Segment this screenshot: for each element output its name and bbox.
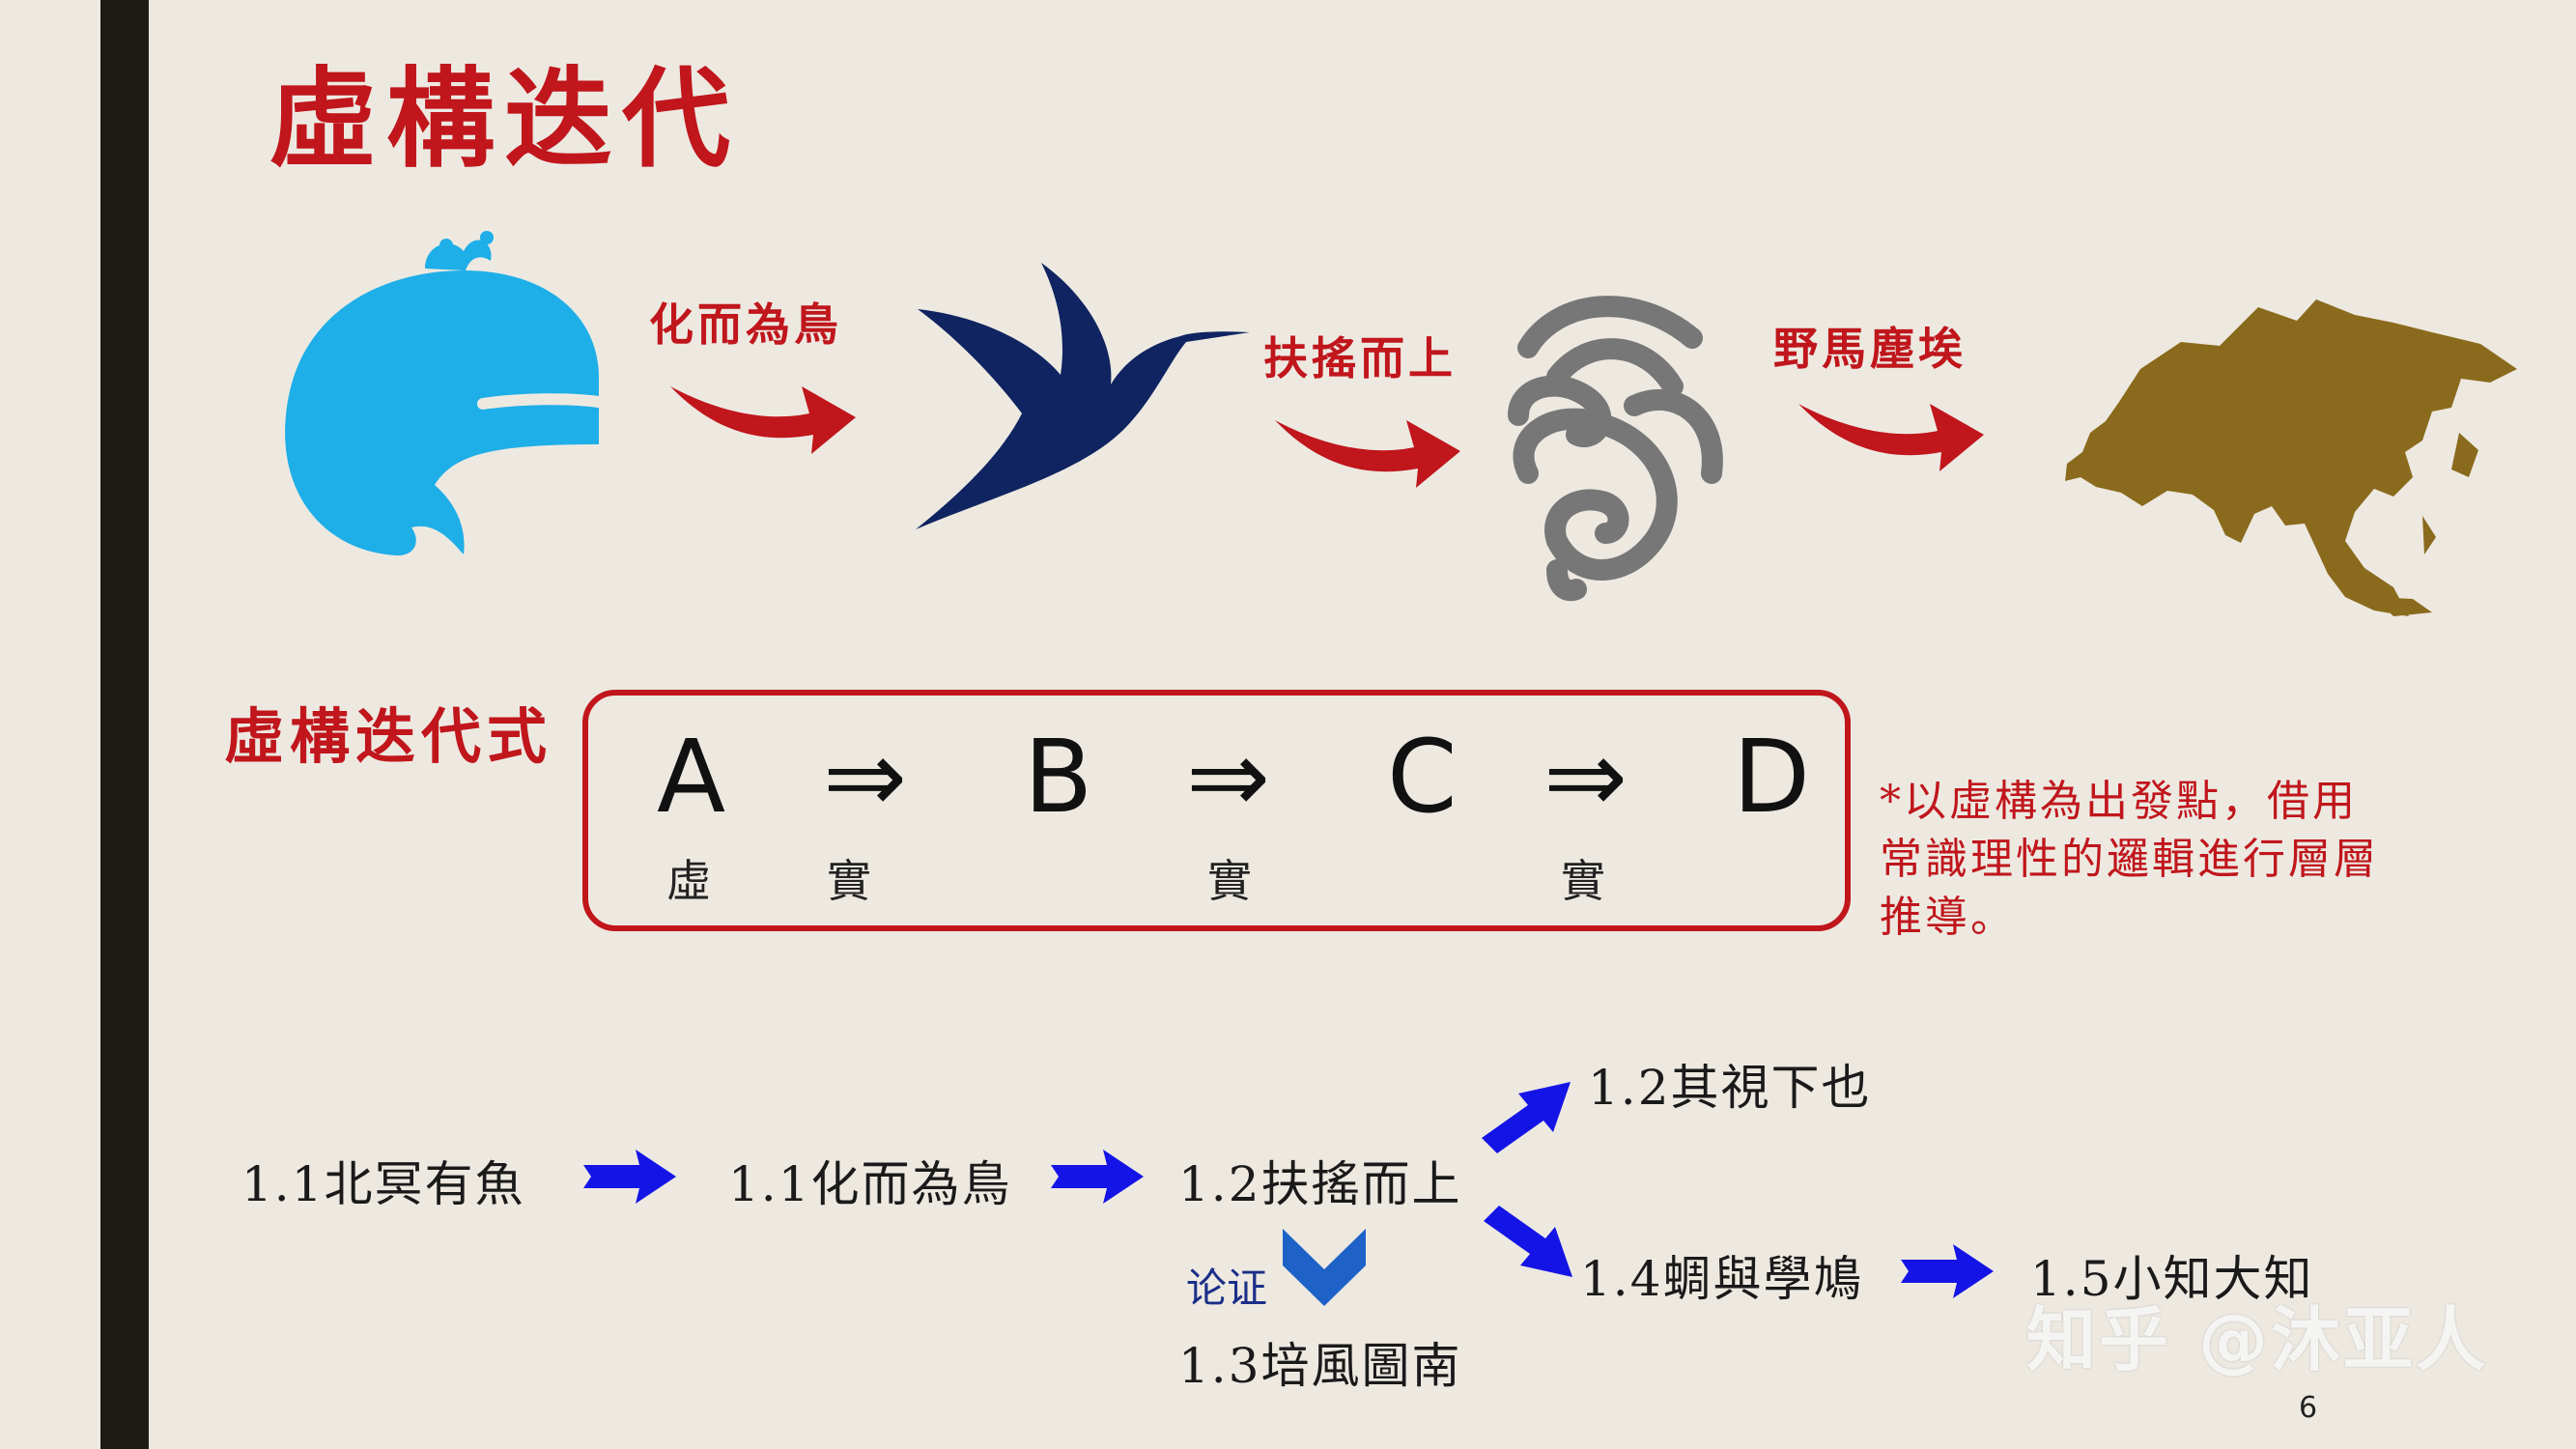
formula-symbol-a: A — [657, 718, 726, 836]
blue-arrow-up — [1482, 1082, 1571, 1153]
formula-note: *以虛構為出發點，借用常識理性的邏輯進行層層推導。 — [1880, 777, 2379, 942]
formula-implies-2: ⇒ — [1186, 718, 1271, 836]
argument-label: 论证 — [1186, 1264, 1268, 1312]
flow-node-1-2-fuyao: 1.2扶搖而上 — [1178, 1156, 1462, 1212]
subscript-shi-3: 實 — [1561, 855, 1605, 907]
asia-map-icon — [2065, 299, 2517, 616]
whale-icon — [285, 231, 605, 556]
blue-arrow-2 — [1051, 1150, 1144, 1204]
subscript-shi-1: 實 — [827, 855, 871, 907]
stage-label-1: 化而為鳥 — [649, 298, 842, 351]
flow-node-1-3-peifeng: 1.3培風圖南 — [1178, 1338, 1462, 1394]
red-arrow-2 — [1275, 420, 1460, 488]
hummingbird-icon — [916, 263, 1250, 529]
flow-node-1-4-tiao: 1.4蜩與學鳩 — [1580, 1251, 1864, 1307]
blue-arrow-1 — [583, 1150, 676, 1204]
red-arrow-1 — [670, 386, 856, 454]
flow-node-1-1-huaer: 1.1化而為鳥 — [728, 1156, 1012, 1212]
blue-arrow-3 — [1901, 1244, 1994, 1298]
formula-box — [582, 690, 1851, 931]
formula-implies-3: ⇒ — [1543, 718, 1628, 836]
blue-chevron-down-icon — [1283, 1229, 1366, 1306]
subscript-shi-2: 實 — [1207, 855, 1252, 907]
blue-arrow-down — [1484, 1206, 1572, 1277]
stage-label-3: 野馬塵埃 — [1773, 323, 1967, 375]
formula-symbol-d: D — [1733, 718, 1811, 836]
formula-implies-1: ⇒ — [823, 718, 908, 836]
watermark: 知乎 @沐亚人 — [2026, 1299, 2489, 1380]
stage-label-2: 扶搖而上 — [1263, 332, 1457, 384]
flow-node-1-5-xiaozhi: 1.5小知大知 — [2030, 1251, 2314, 1307]
formula-symbol-b: B — [1024, 718, 1093, 836]
left-accent-bar — [100, 0, 149, 1449]
red-arrow-3 — [1798, 404, 1984, 471]
page-number: 6 — [2299, 1391, 2318, 1425]
cloud-swirl-icon — [1508, 296, 1723, 602]
slide-title: 虛構迭代 — [269, 56, 740, 183]
formula-label: 虛構迭代式 — [224, 701, 553, 772]
formula-symbol-c: C — [1387, 718, 1458, 836]
flow-node-1-1-beiming: 1.1北冥有魚 — [241, 1156, 525, 1212]
subscript-xu: 虛 — [666, 855, 711, 907]
flow-node-1-2-qishi: 1.2其視下也 — [1588, 1060, 1872, 1116]
